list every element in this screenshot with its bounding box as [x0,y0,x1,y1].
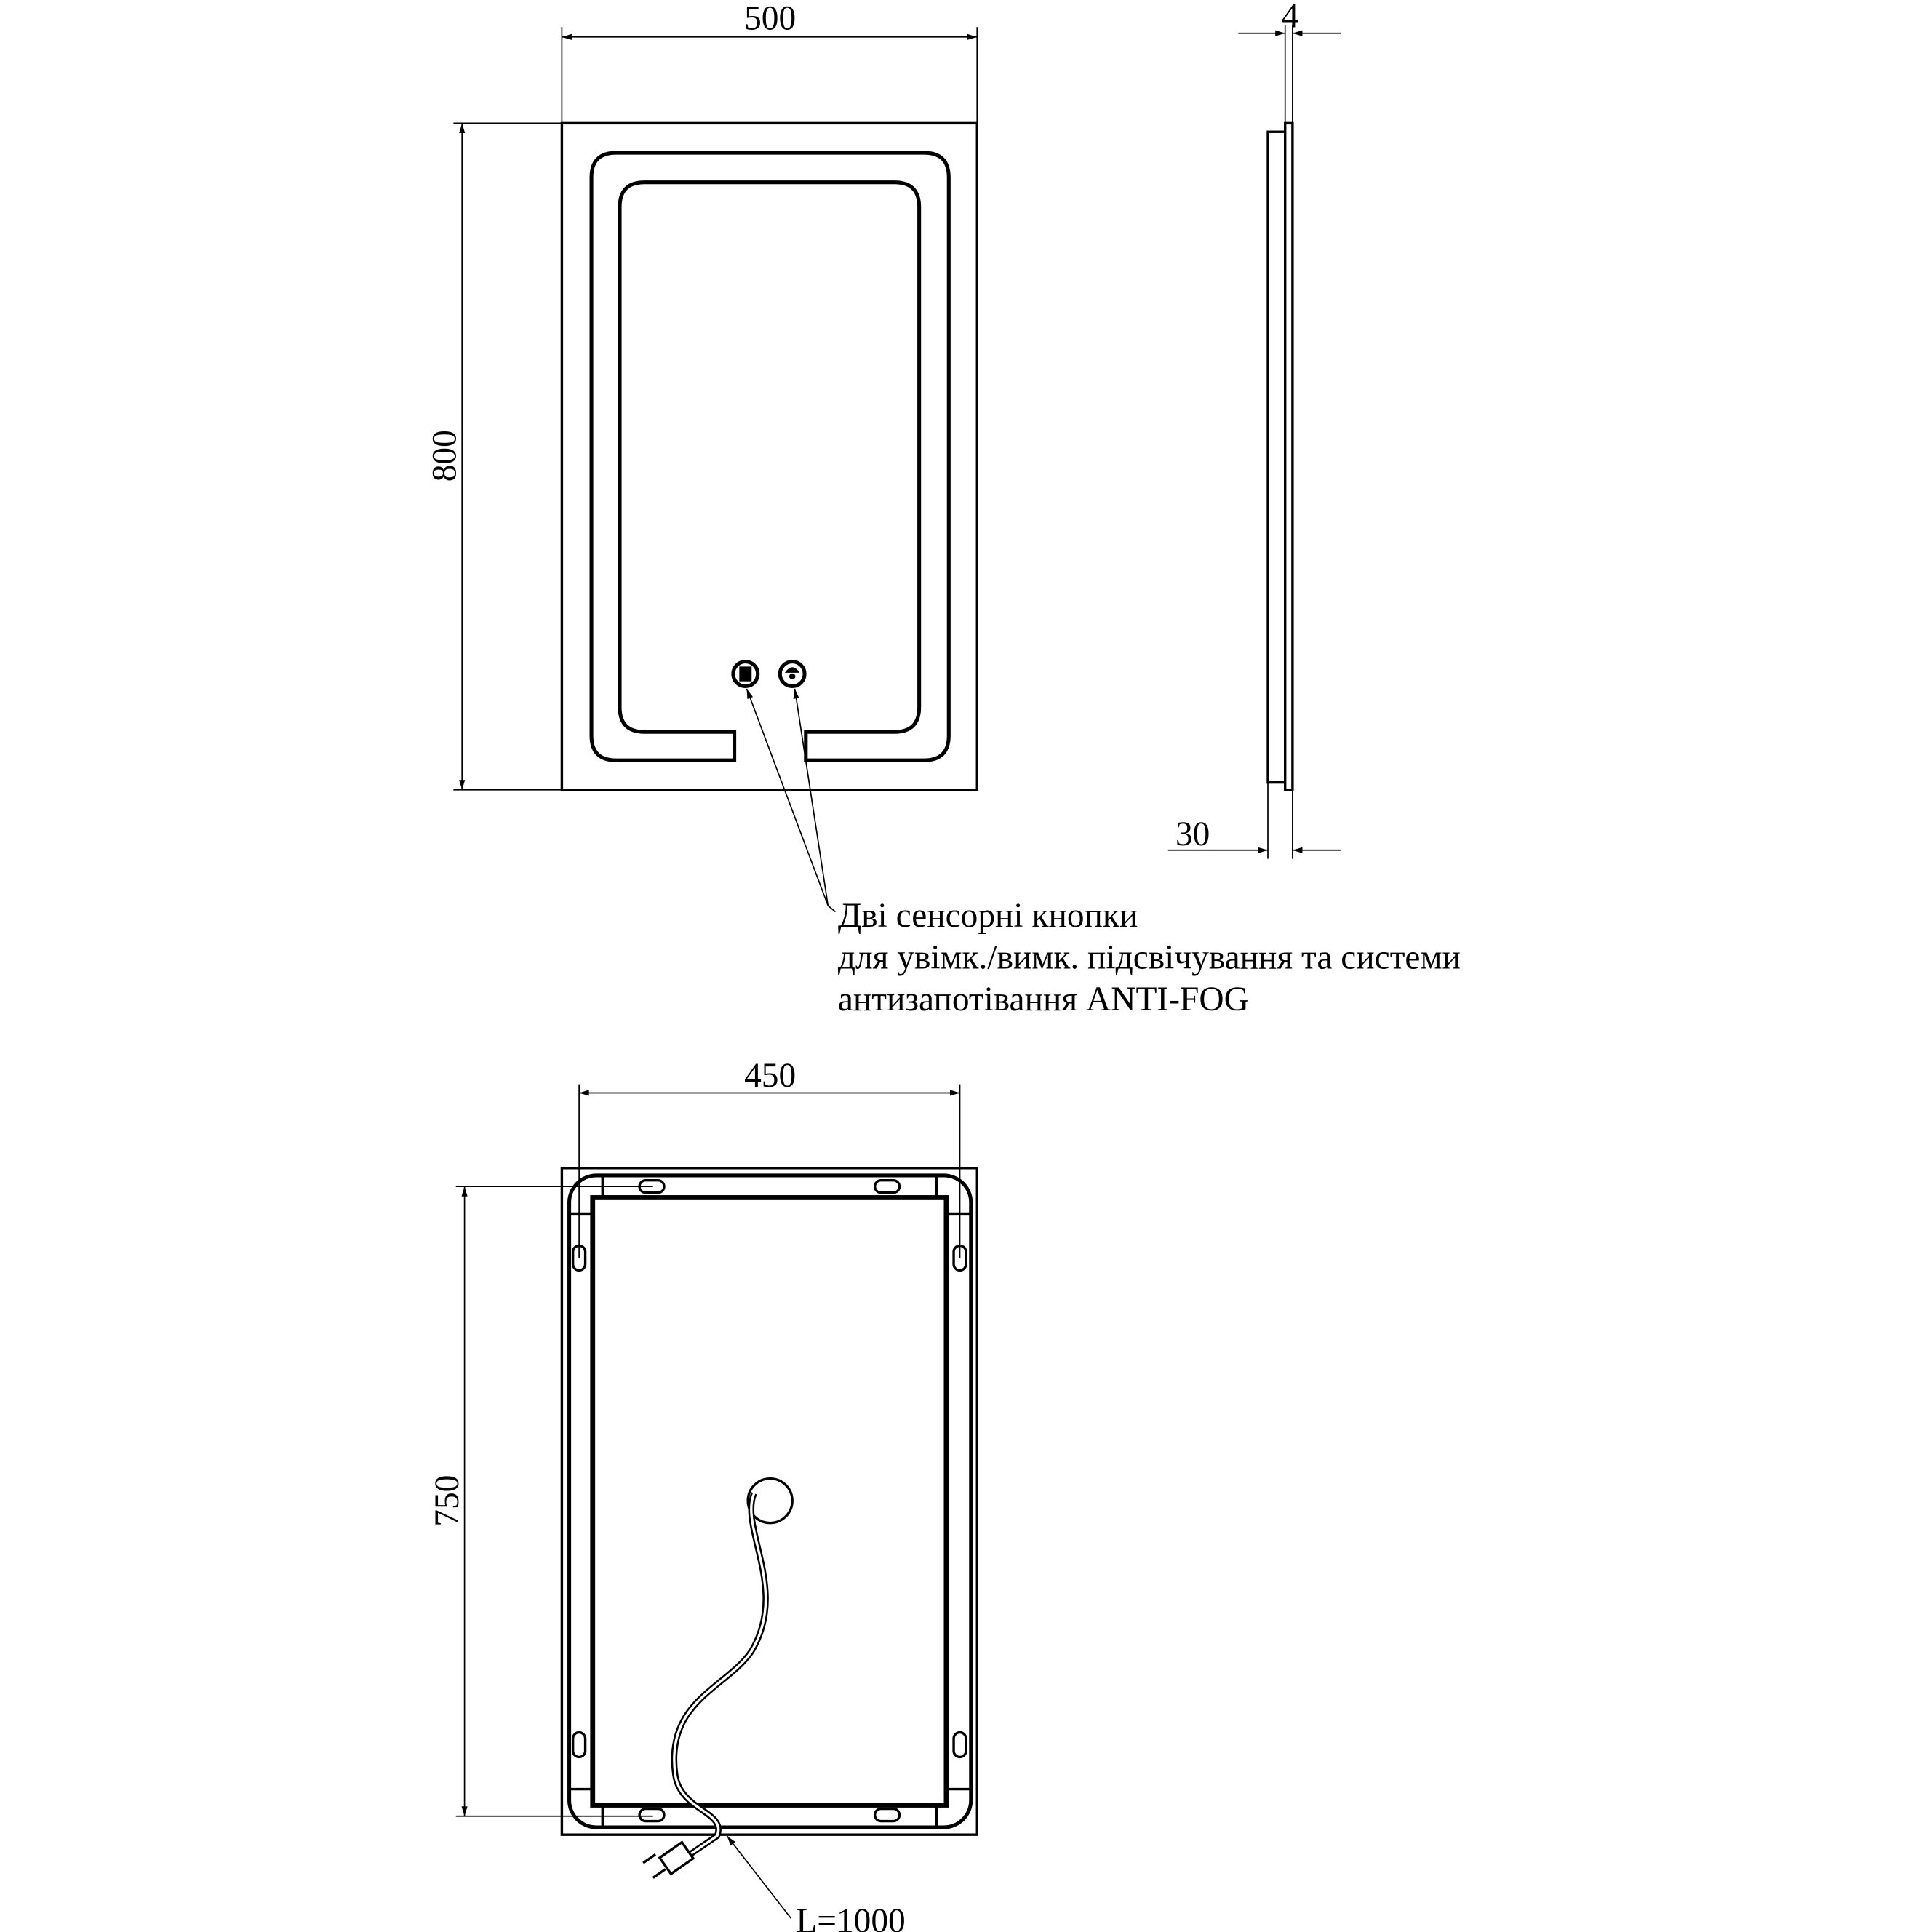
mirror-outline [560,121,978,791]
anti-fog-icon [785,667,800,673]
mirror-body [1266,130,1287,784]
led-strip-outer [589,151,951,762]
keyhole-icon [873,1807,901,1823]
back-frame [567,1173,973,1829]
light-icon [739,666,752,682]
keyhole-icon [638,1807,666,1823]
cable-length: L=1000 [796,1902,906,1932]
width-dimension: 500 [744,0,796,38]
side-view: 4 30 [1167,0,1341,859]
keyhole-icon [873,1179,901,1194]
annotation-line: для увімк./вимк. підсвічування та систем… [838,938,1461,976]
annotation-line: Дві сенсорні кнопки [838,897,1138,935]
height-dimension: 800 [426,430,464,482]
mount-height-dimension: 750 [428,1475,466,1527]
mirror-glass [1284,121,1294,791]
keyhole-icon [571,1731,587,1759]
glass-thickness-dimension: 4 [1282,0,1299,35]
cable-outlet [746,1477,794,1525]
annotation-line: антизапотівання ANTI-FOG [838,981,1249,1018]
depth-dimension: 30 [1175,815,1210,853]
back-view: 450 750 L=1000 [428,1057,978,1932]
buttons-annotation: Дві сенсорні кнопки для увімк./вимк. під… [838,897,1461,1018]
back-panel [590,1195,949,1808]
plug-icon [642,1840,695,1879]
back-outline [560,1167,978,1836]
anti-fog-button [778,660,807,689]
keyhole-icon [952,1731,967,1759]
keyhole-mounts [571,1179,967,1823]
front-view: 500 800 [426,0,978,913]
light-button [731,660,760,689]
mount-width-dimension: 450 [744,1057,796,1095]
